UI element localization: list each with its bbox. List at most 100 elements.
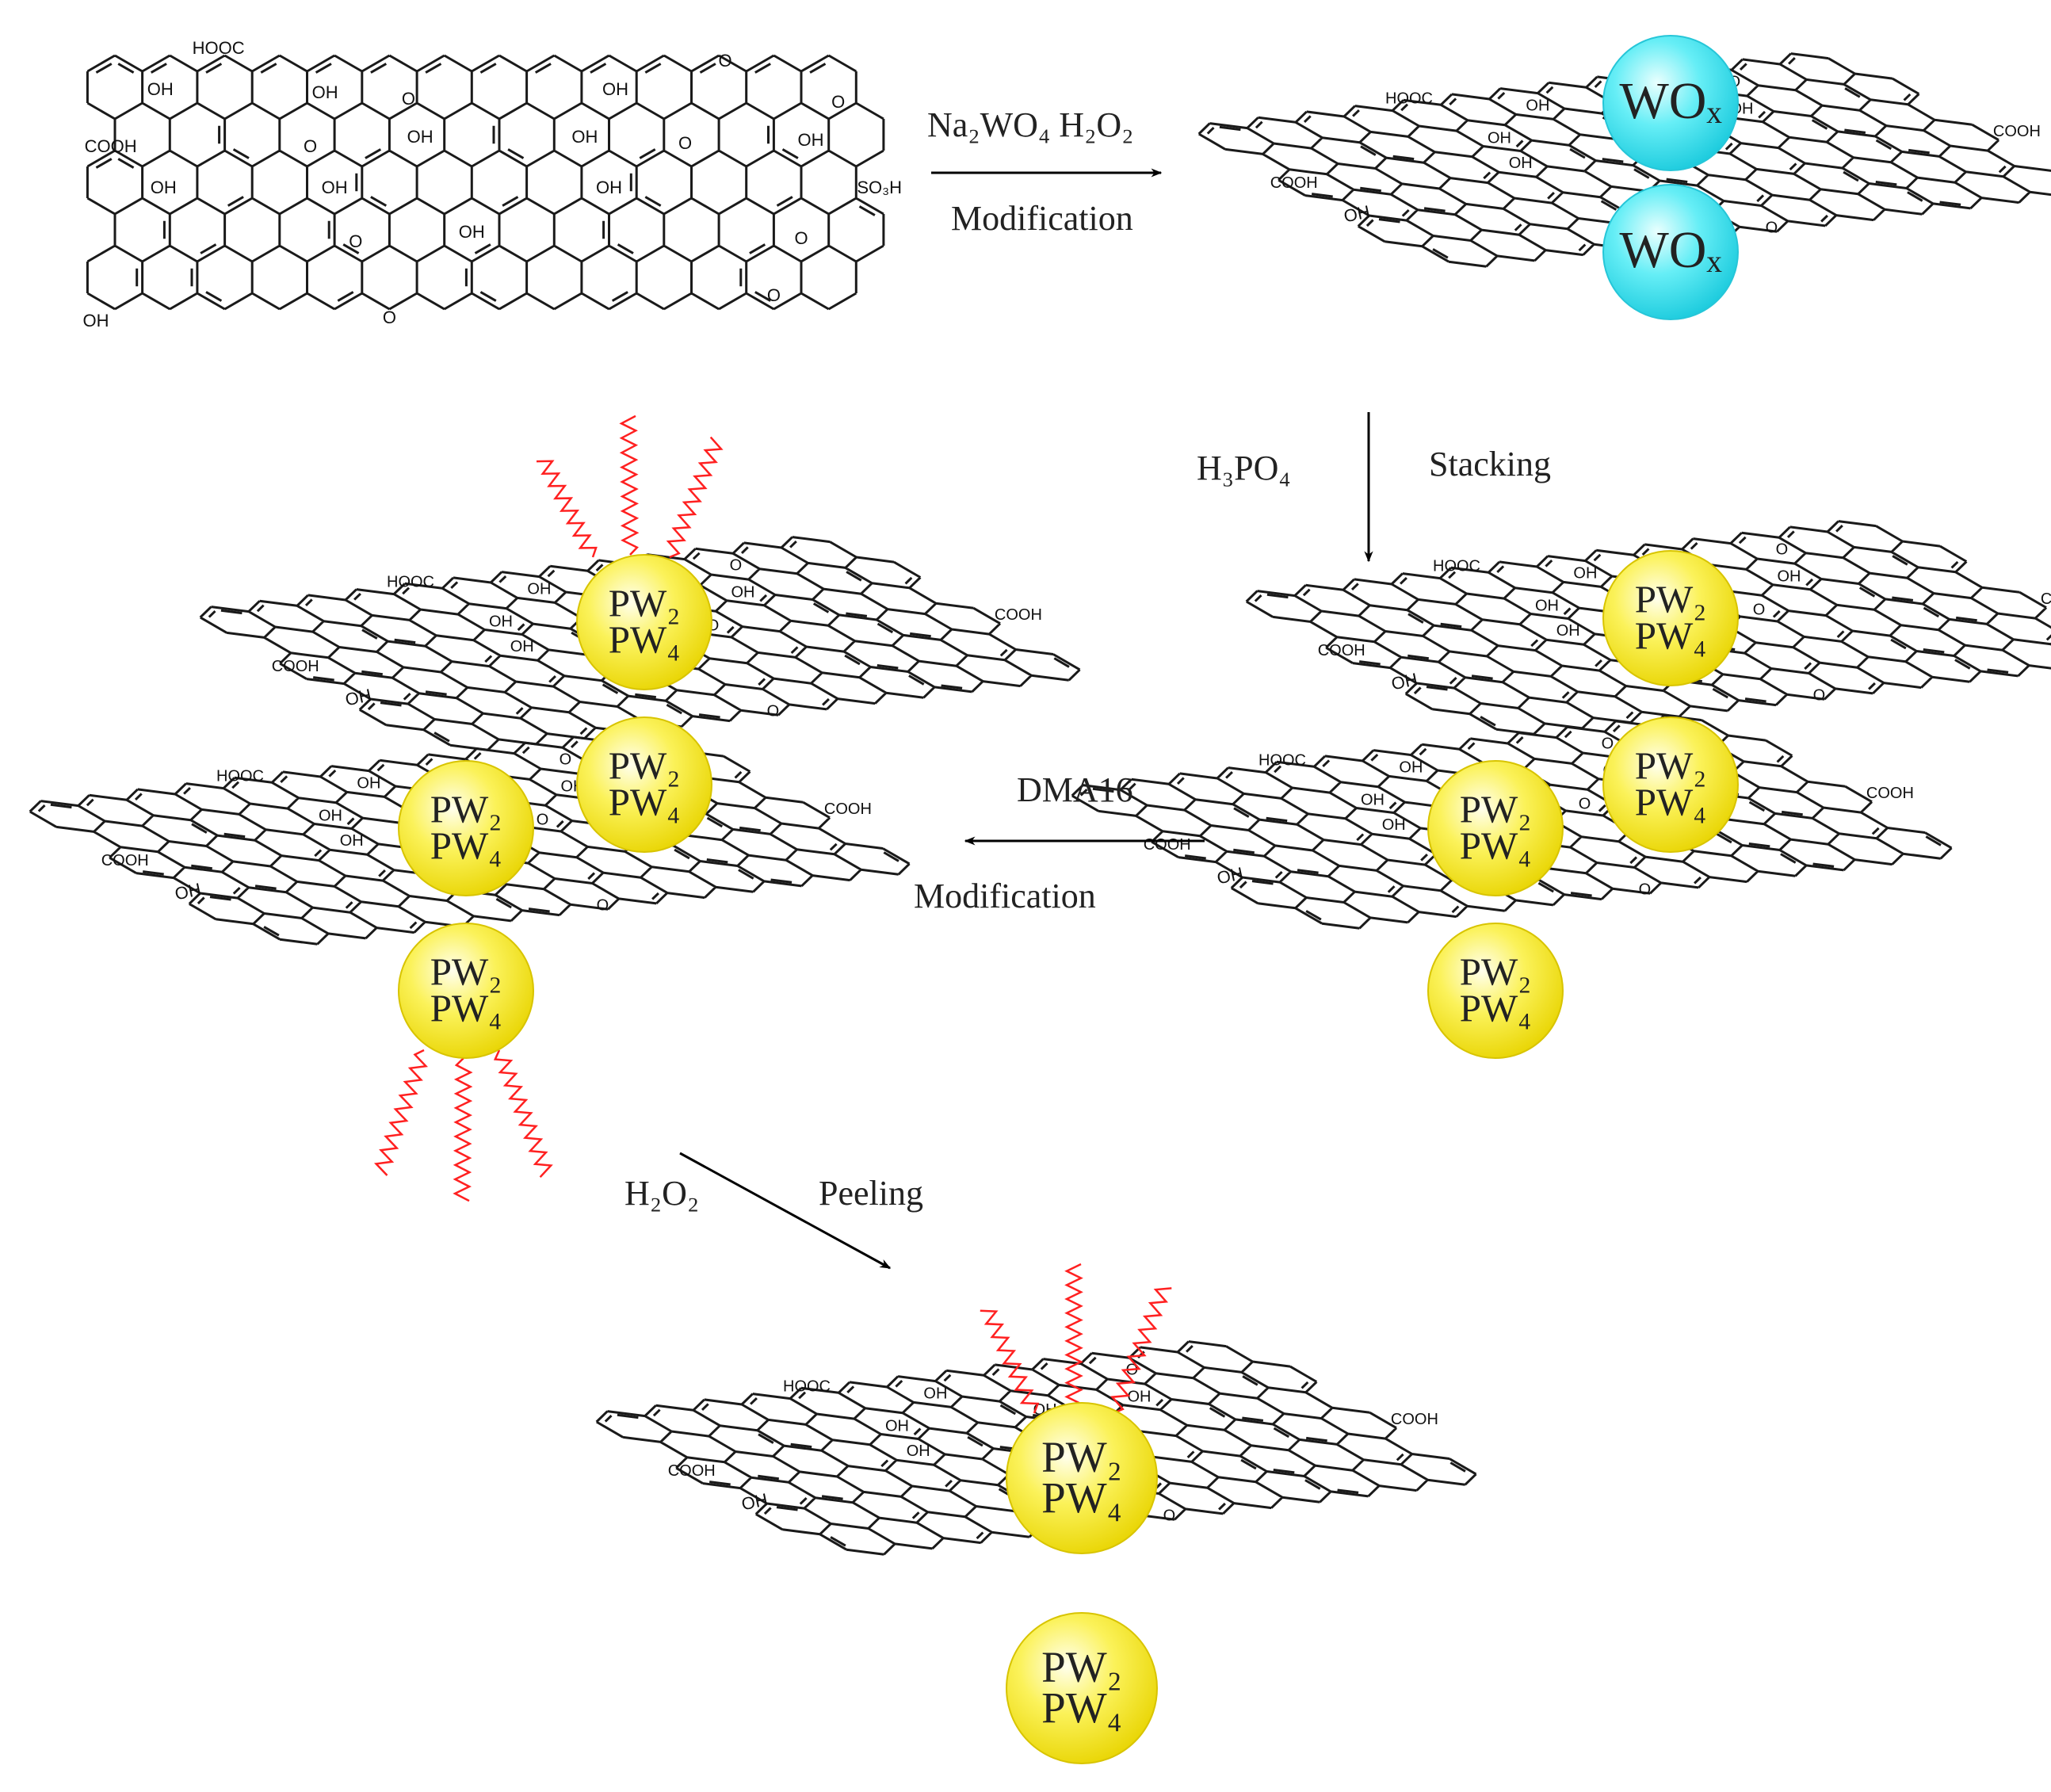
group-label-o: O <box>767 285 781 305</box>
group-label-o: O <box>678 133 692 153</box>
group-label-cooh: COOH <box>1391 1411 1438 1428</box>
group-label-cooh: COOH <box>668 1462 716 1480</box>
step3-reagent: DMA16 <box>1017 770 1133 809</box>
surfactant-tail <box>536 460 598 558</box>
carbon-lattice-bonds <box>86 54 885 311</box>
pw2-label: PW₂ <box>1635 744 1707 788</box>
group-label-hooc: HOOC <box>193 38 245 58</box>
group-label-oh: OH <box>340 832 364 850</box>
group-label-hooc: HOOC <box>387 574 434 591</box>
group-label-hooc: HOOC <box>783 1378 831 1396</box>
pw4-label: PW₄ <box>1460 823 1532 867</box>
group-label-hooc: HOOC <box>1258 752 1306 770</box>
group-label-cooh: COOH <box>1144 836 1191 854</box>
group-label-oh: OH <box>1215 863 1244 888</box>
step2-action: Stacking <box>1429 445 1551 483</box>
group-label-o: O <box>1753 602 1766 619</box>
pw-particle <box>576 554 712 690</box>
group-label-oh: OH <box>798 130 824 150</box>
pw2-label: PW₂ <box>1460 788 1532 831</box>
pw2-label: PW₂ <box>609 582 681 625</box>
double-bonds <box>95 63 876 302</box>
group-label-o: O <box>794 228 808 248</box>
group-label-oh: OH <box>312 82 338 102</box>
group-label-oh: OH <box>173 879 202 904</box>
group-label-oh: OH <box>1509 155 1533 172</box>
group-label-o: O <box>831 92 845 112</box>
pw2-label: PW₂ <box>609 744 681 788</box>
wox-particle-top: WOₓ <box>1602 35 1739 171</box>
group-label-oh: OH <box>527 580 551 598</box>
group-label-o: O <box>537 812 549 829</box>
group-label-cooh: COOH <box>1993 123 2041 140</box>
group-label-cooh: COOH <box>824 800 872 818</box>
group-label-oh: OH <box>885 1417 909 1435</box>
group-label-oh: OH <box>83 311 109 331</box>
surfactant-tail <box>1110 1287 1172 1415</box>
pw2-label: PW₂ <box>430 950 502 994</box>
pw2-label: PW₂ <box>1460 950 1532 994</box>
group-label-oh: OH <box>1128 1389 1152 1406</box>
group-label-oh: OH <box>1535 597 1559 614</box>
group-label-oh: OH <box>602 79 628 99</box>
pw-particle <box>1427 760 1564 896</box>
pw-particle <box>398 923 534 1059</box>
group-label-oh: OH <box>147 79 174 99</box>
group-label-cooh: COOH <box>1866 785 1914 802</box>
group-label-oh: OH <box>571 127 598 147</box>
group-label-o: O <box>304 136 317 156</box>
group-label-oh: OH <box>907 1442 930 1460</box>
pw-particle <box>1006 1402 1158 1554</box>
group-label-oh: OH <box>319 807 342 824</box>
group-label-o: O <box>349 231 362 251</box>
surfactant-tail <box>373 1049 429 1176</box>
step1-reagent: Na₂WO₄ H₂O₂ <box>927 105 1134 144</box>
group-label-o: O <box>767 703 780 720</box>
group-label-cooh: COOH <box>1318 642 1365 659</box>
pw2-label: PW₂ <box>1041 1643 1122 1691</box>
group-label-cooh: COOH <box>272 658 319 675</box>
group-label-oh: OH <box>343 685 372 709</box>
pw-particle <box>1602 550 1739 686</box>
group-label-oh: OH <box>739 1489 769 1514</box>
pw4-label: PW₄ <box>1635 780 1707 823</box>
group-label-o: O <box>1766 220 1778 237</box>
pw4-label: PW₄ <box>1635 613 1707 657</box>
group-label-cooh: COOH <box>2041 590 2051 608</box>
pw-particle <box>398 760 534 896</box>
step3-action: Modification <box>914 877 1096 915</box>
surfactant-tail <box>1064 1263 1083 1412</box>
group-label-oh: OH <box>1342 201 1371 226</box>
group-label-hooc: HOOC <box>216 768 264 785</box>
group-label-oh: OH <box>923 1385 947 1402</box>
group-label-o: O <box>1602 736 1614 753</box>
wox-particle <box>1602 35 1739 171</box>
pw2-label: PW₂ <box>1041 1433 1122 1481</box>
step2-reagent: H₃PO₄ <box>1197 449 1291 487</box>
pw2-label: PW₂ <box>430 788 502 831</box>
pw4-label: PW₄ <box>1041 1683 1122 1732</box>
group-label-o: O <box>1163 1507 1176 1525</box>
group-label-o: O <box>597 897 609 915</box>
wox-label: WOₓ <box>1619 221 1722 279</box>
group-label-o: O <box>1813 687 1826 705</box>
surfactant-tail <box>666 436 724 559</box>
pw-particle <box>1427 923 1564 1059</box>
group-label-oh: OH <box>510 638 534 655</box>
group-label-o: O <box>730 557 743 575</box>
group-label-oh: OH <box>407 127 433 147</box>
particles-layer: WOₓWOₓPW₂PW₄PW₂PW₄PW₂PW₄PW₂PW₄PW₂PW₄PW₂P… <box>398 35 1739 1764</box>
pw4-label: PW₄ <box>609 780 681 823</box>
group-label-o: O <box>402 89 415 109</box>
wox-label: WOₓ <box>1619 72 1722 130</box>
surfactant-tail <box>453 1057 473 1202</box>
group-label-hooc: HOOC <box>1385 90 1433 108</box>
surfactant-tail <box>980 1309 1040 1414</box>
